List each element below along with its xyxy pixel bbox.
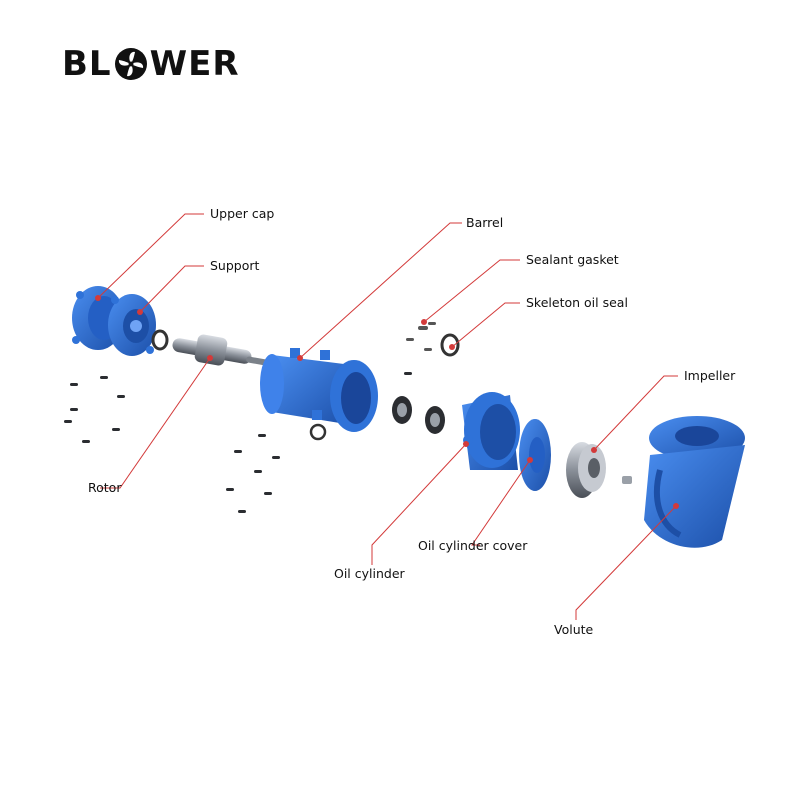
- label-impeller: Impeller: [684, 368, 736, 383]
- leader-lines: [97, 213, 678, 620]
- label-oil-cylinder: Oil cylinder: [334, 566, 405, 581]
- impeller-part: [566, 442, 606, 498]
- screws-group: [64, 372, 412, 513]
- oil-cylinder-cover-part: [519, 419, 551, 491]
- sealant-gasket-part: [406, 322, 436, 351]
- support-part: [108, 294, 156, 356]
- label-volute: Volute: [554, 622, 594, 637]
- label-barrel: Barrel: [466, 215, 504, 230]
- small-bearing-part: [151, 329, 169, 351]
- brand-text-end: WER: [149, 44, 240, 84]
- label-upper-cap: Upper cap: [210, 206, 275, 221]
- volute-part: [644, 416, 745, 548]
- brand-logo: BL WER: [62, 40, 240, 88]
- brand-text-start: BL: [62, 44, 112, 84]
- skeleton-oil-seal-part: [440, 333, 460, 357]
- nut-part: [622, 476, 632, 484]
- leader-dots: [95, 295, 679, 509]
- label-oil-cylinder-cover: Oil cylinder cover: [418, 538, 528, 553]
- label-sealant-gasket: Sealant gasket: [526, 252, 619, 267]
- ring-part: [309, 423, 327, 441]
- label-rotor: Rotor: [88, 480, 122, 495]
- oil-cylinder-part: [462, 392, 520, 470]
- fan-blade-icon: [114, 48, 147, 80]
- barrel-part: [260, 348, 378, 432]
- rotor-part: [172, 334, 268, 366]
- label-skeleton-oil-seal: Skeleton oil seal: [526, 295, 628, 310]
- bearing-part: [392, 396, 445, 434]
- label-support: Support: [210, 258, 260, 273]
